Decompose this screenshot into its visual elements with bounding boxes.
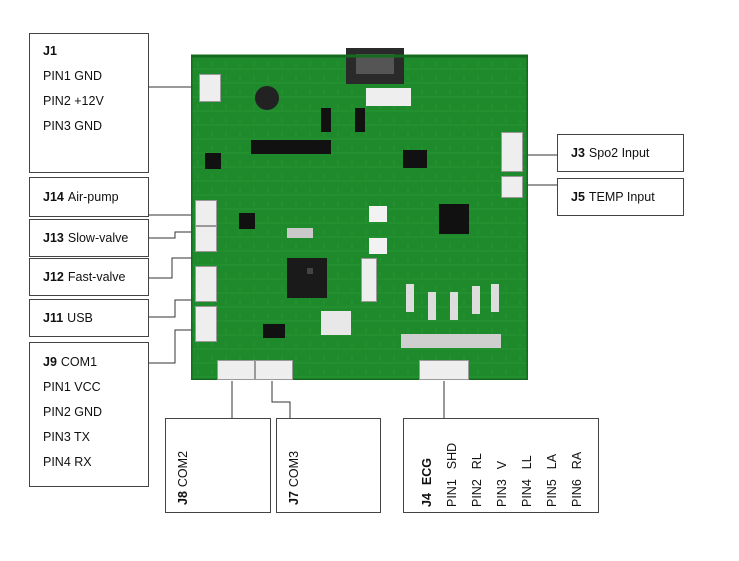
j5-label: TEMP Input: [588, 190, 655, 204]
j11-label: USB: [67, 311, 93, 325]
j1-pin2: PIN2 +12V: [43, 94, 104, 108]
j8-id: J8: [176, 491, 190, 505]
j9-pin4: PIN4 RX: [43, 455, 92, 469]
j5-id: J5: [571, 190, 585, 204]
j4-pin3-signal: V: [495, 460, 509, 470]
j4-label: ECG: [420, 458, 434, 486]
j9-id: J9: [43, 355, 57, 369]
j13-label: Slow-valve: [67, 231, 129, 245]
j4-pin2: PIN2: [470, 479, 484, 507]
j9-pin2: PIN2 GND: [43, 405, 103, 419]
j4-callout: J4 ECG PIN1 SHD PIN2 RL PIN3 V PIN4 LL PIN5 LA…: [403, 418, 599, 513]
j4-pin1-signal: SHD: [445, 442, 459, 470]
j3-connector: [501, 132, 523, 172]
pcb-board-image: [189, 48, 530, 382]
j9-pin1: PIN1 VCC: [43, 380, 101, 394]
j6-connector: [361, 258, 377, 302]
j1-callout: J1 PIN1 GND PIN2 +12V PIN3 GND: [29, 33, 149, 173]
j7-connector: [255, 360, 293, 380]
j4-pin6-signal: RA: [570, 451, 584, 470]
j11-connector: [195, 306, 217, 342]
j1-connector: [199, 74, 221, 102]
j14-id: J14: [43, 190, 64, 204]
j5-connector: [501, 176, 523, 198]
j1-title: J1: [43, 44, 57, 58]
j8-callout: J8 COM2: [165, 418, 271, 513]
j4-pin5: PIN5: [545, 479, 559, 507]
j13-connector: [195, 226, 217, 252]
j8-label: COM2: [176, 450, 190, 488]
j12-id: J12: [43, 270, 64, 284]
j14-connector: [195, 200, 217, 226]
j7-id: J7: [287, 491, 301, 505]
j1-pin1: PIN1 GND: [43, 69, 103, 83]
j11-id: J11: [43, 311, 64, 325]
j3-label: Spo2 Input: [588, 146, 650, 160]
j4-pin5-signal: LA: [545, 453, 559, 470]
j4-pin3: PIN3: [495, 479, 509, 507]
j1-pin3: PIN3 GND: [43, 119, 103, 133]
j12-label: Fast-valve: [67, 270, 126, 284]
j13-id: J13: [43, 231, 64, 245]
j4-pin4-signal: LL: [520, 455, 534, 470]
j12-connector: [195, 266, 217, 302]
j4-pin4: PIN4: [520, 479, 534, 507]
j9-label: COM1: [60, 355, 98, 369]
j4-connector: [419, 360, 469, 380]
j4-pin6: PIN6: [570, 479, 584, 507]
j3-id: J3: [571, 146, 585, 160]
j4-id: J4: [420, 493, 434, 507]
j14-label: Air-pump: [67, 190, 119, 204]
j7-callout: J7 COM3: [276, 418, 381, 513]
j7-label: COM3: [287, 450, 301, 488]
j9-pin3: PIN3 TX: [43, 430, 91, 444]
j4-pin2-signal: RL: [470, 453, 484, 470]
j4-pin1: PIN1: [445, 479, 459, 507]
j8-connector: [217, 360, 255, 380]
